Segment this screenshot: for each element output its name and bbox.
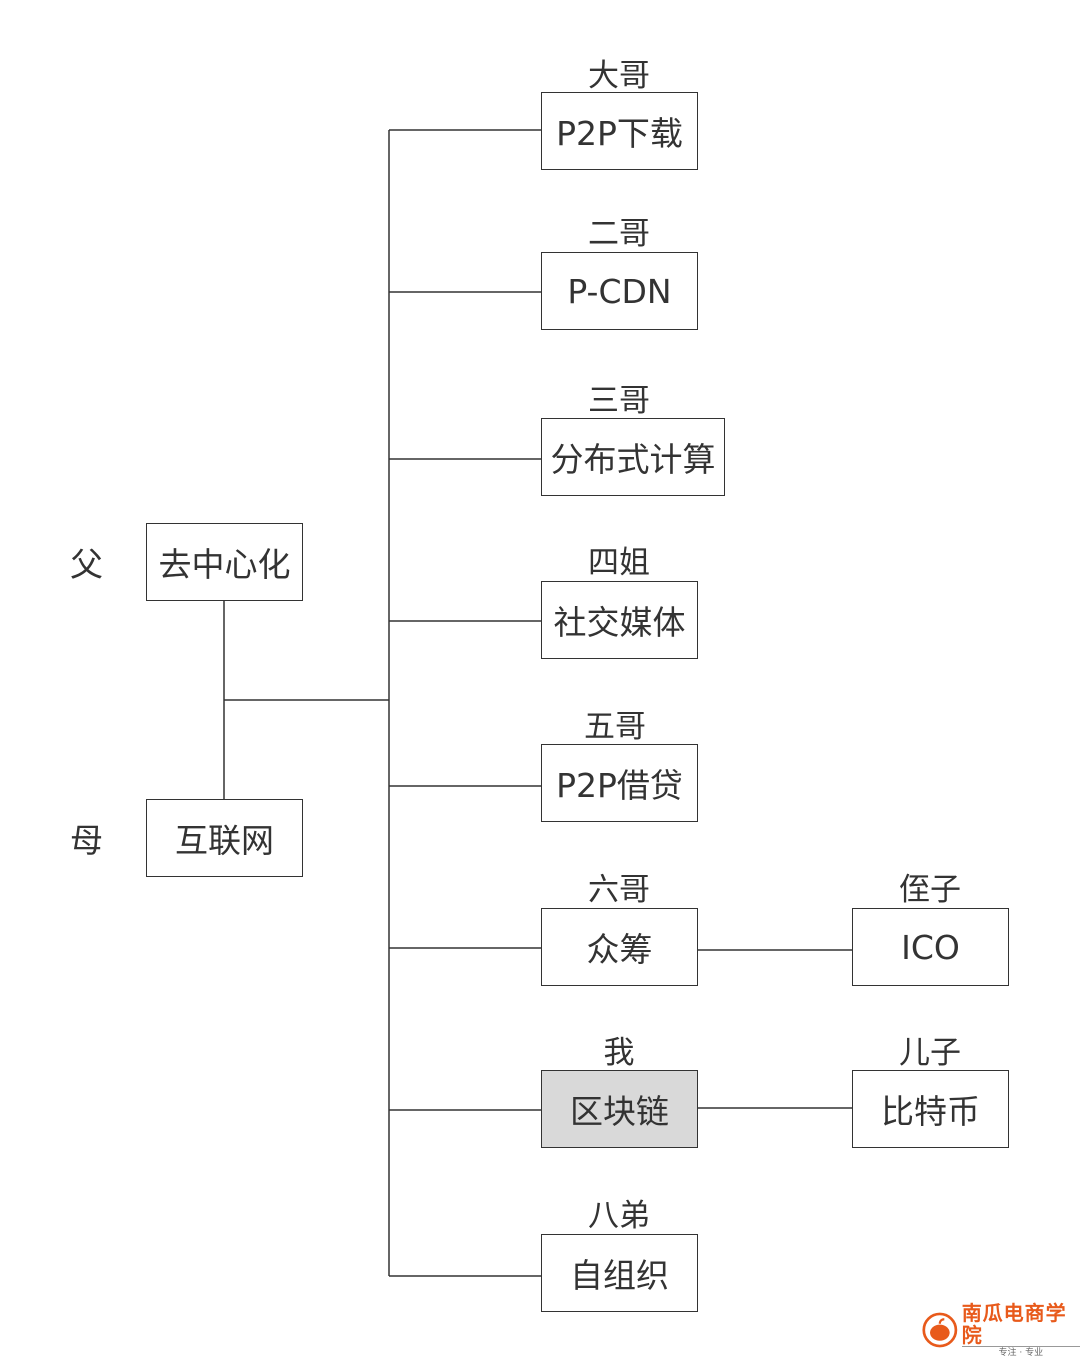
child-node: P2P借贷 xyxy=(541,744,698,822)
child-node: P2P下载 xyxy=(541,92,698,170)
self-role-label: 我 xyxy=(603,1035,635,1071)
pumpkin-logo-icon xyxy=(922,1312,958,1348)
brand-name: 南瓜电商学院 xyxy=(961,1300,1067,1347)
child-role-label: 二哥 xyxy=(588,216,650,252)
child-role-label: 六哥 xyxy=(588,872,650,908)
child-node: 分布式计算 xyxy=(541,418,725,496)
child-role-label: 八弟 xyxy=(588,1198,650,1234)
grandchild-node: 比特币 xyxy=(852,1070,1009,1148)
child-node: 社交媒体 xyxy=(541,581,698,659)
father-label: 父 xyxy=(70,545,103,584)
child-node: 自组织 xyxy=(541,1234,698,1312)
child-role-label: 五哥 xyxy=(584,709,646,745)
child-node: 众筹 xyxy=(541,908,698,986)
brand-tagline: 专注 · 专业 xyxy=(961,1345,1080,1359)
grandchild-role-label: 儿子 xyxy=(899,1035,961,1071)
child-role-label: 大哥 xyxy=(588,58,650,94)
grandchild-node: ICO xyxy=(852,908,1009,986)
child-role-label: 三哥 xyxy=(588,383,650,419)
child-role-label: 四姐 xyxy=(588,545,650,581)
brand-logo: 南瓜电商学院 专注 · 专业 xyxy=(922,1302,1080,1358)
father-node: 去中心化 xyxy=(146,523,303,601)
child-node: P-CDN xyxy=(541,252,698,330)
grandchild-role-label: 侄子 xyxy=(899,872,961,908)
mother-node: 互联网 xyxy=(146,799,303,877)
self-node: 区块链 xyxy=(541,1070,698,1148)
mother-label: 母 xyxy=(70,821,103,860)
